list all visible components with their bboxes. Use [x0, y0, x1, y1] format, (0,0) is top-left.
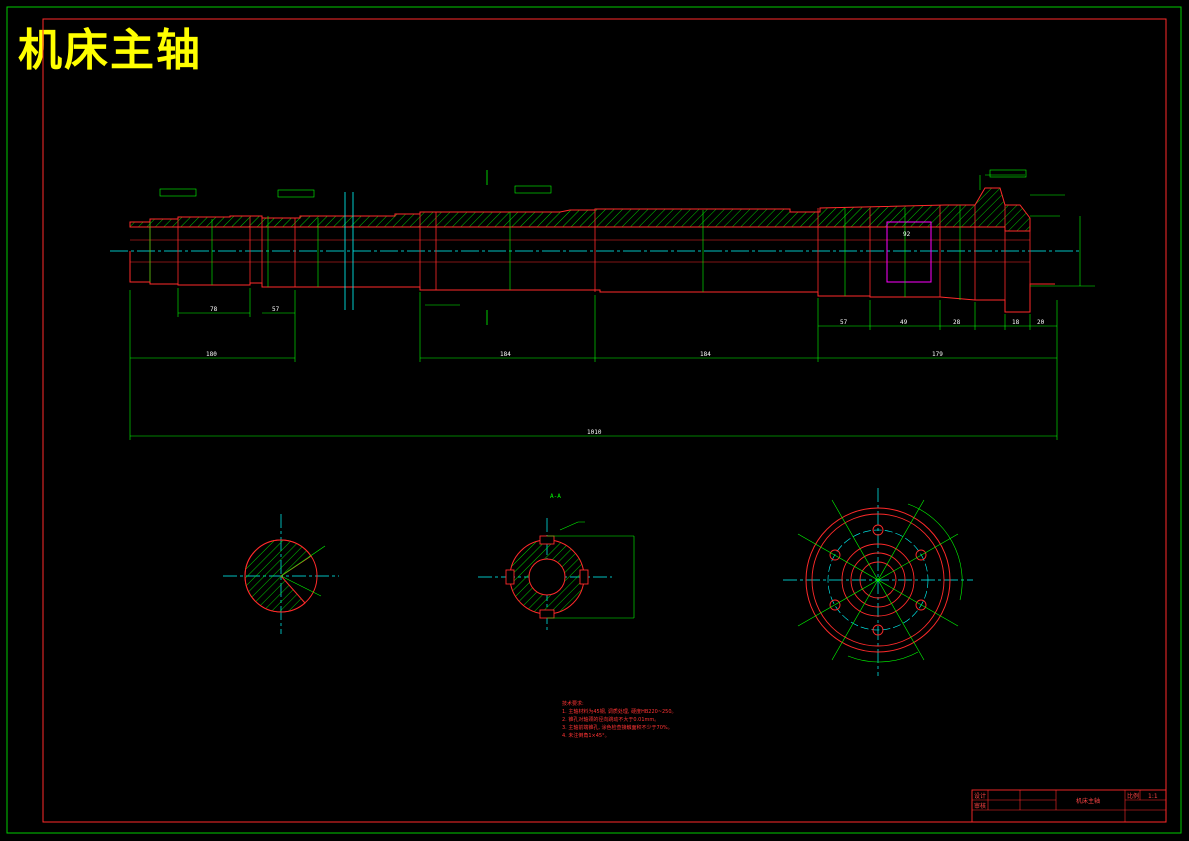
- drawing-title: 机床主轴: [18, 25, 202, 76]
- tb-scale-label: 比例: [1127, 792, 1139, 800]
- note-4: 4. 未注倒角1×45°。: [562, 732, 610, 739]
- tb-scale: 1:1: [1148, 793, 1158, 800]
- note-3: 3. 主轴前端锥孔, 涂色检查接触面积不少于70%。: [562, 724, 673, 731]
- section-left: [223, 514, 339, 634]
- dim-right-group: 179: [932, 351, 943, 358]
- dim-key: 92: [903, 231, 911, 238]
- flange-end-view: [783, 488, 973, 676]
- note-2: 2. 锥孔对轴颈的径向跳动不大于0.01mm。: [562, 716, 659, 723]
- dim-mid-a: 184: [500, 351, 511, 358]
- dim-mid-b: 184: [700, 351, 711, 358]
- note-0: 技术要求:: [562, 700, 584, 707]
- title-block: 设计 审核 机床主轴 比例 1:1: [971, 789, 1167, 823]
- dim-seg-b: 57: [272, 306, 280, 313]
- outer-frame: [6, 6, 1182, 834]
- tb-row2: 审核: [974, 802, 986, 810]
- shaft-upper-wall: [129, 187, 1031, 232]
- note-1: 1. 主轴材料为45钢, 调质处理, 硬度HB220~250。: [562, 708, 677, 715]
- section-aa: A-A: [478, 493, 635, 630]
- dim-right-d: 18: [1012, 319, 1020, 326]
- inner-frame: [42, 18, 1167, 823]
- tb-row1: 设计: [974, 792, 986, 800]
- tb-name: 机床主轴: [1076, 797, 1100, 805]
- dim-right-e: 20: [1037, 319, 1045, 326]
- dim-overall: 1010: [587, 429, 602, 436]
- shaft-main-view: 1010 180 78 57 184 184 179 57 49 28 18 2…: [110, 169, 1095, 440]
- dim-right-a: 57: [840, 319, 848, 326]
- dim-right-c: 28: [953, 319, 961, 326]
- keyway-highlight: [886, 221, 932, 283]
- technical-notes: 技术要求: 1. 主轴材料为45钢, 调质处理, 硬度HB220~250。 2.…: [562, 700, 677, 739]
- section-label: A-A: [550, 493, 561, 500]
- dim-left-group: 180: [206, 351, 217, 358]
- dim-right-b: 49: [900, 319, 908, 326]
- dim-seg-a: 78: [210, 306, 218, 313]
